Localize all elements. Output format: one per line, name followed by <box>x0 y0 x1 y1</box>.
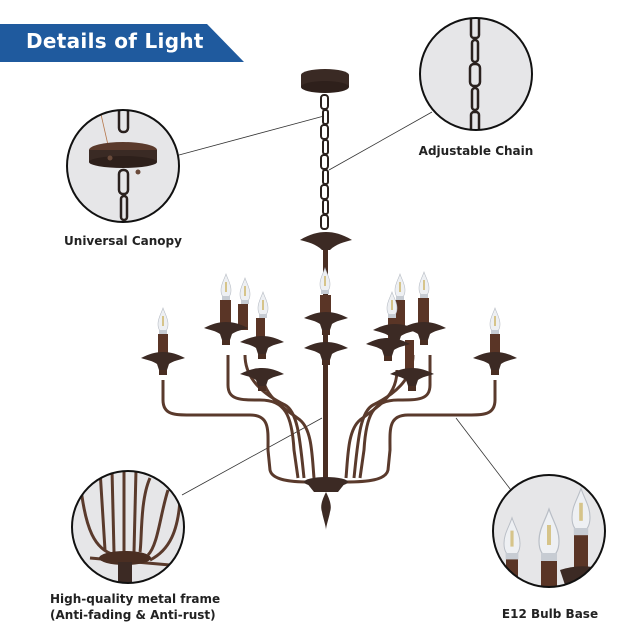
details-banner: Details of Light <box>0 24 244 62</box>
banner-shape <box>0 24 244 62</box>
label-adjustable-chain: Adjustable Chain <box>418 144 534 158</box>
chandelier <box>141 69 517 530</box>
callout-universal-canopy <box>66 109 180 223</box>
label-bulb-base: E12 Bulb Base <box>501 607 599 621</box>
banner-title: Details of Light <box>26 29 204 53</box>
label-metal-frame-line2: (Anti-fading & Anti-rust) <box>50 608 216 622</box>
label-metal-frame-line1: High-quality metal frame <box>50 592 221 606</box>
callout-metal-frame <box>71 470 185 584</box>
callout-adjustable-chain <box>419 17 533 131</box>
label-universal-canopy: Universal Canopy <box>64 234 182 248</box>
leader-lines <box>178 111 518 499</box>
callout-bulb-base <box>492 474 606 588</box>
